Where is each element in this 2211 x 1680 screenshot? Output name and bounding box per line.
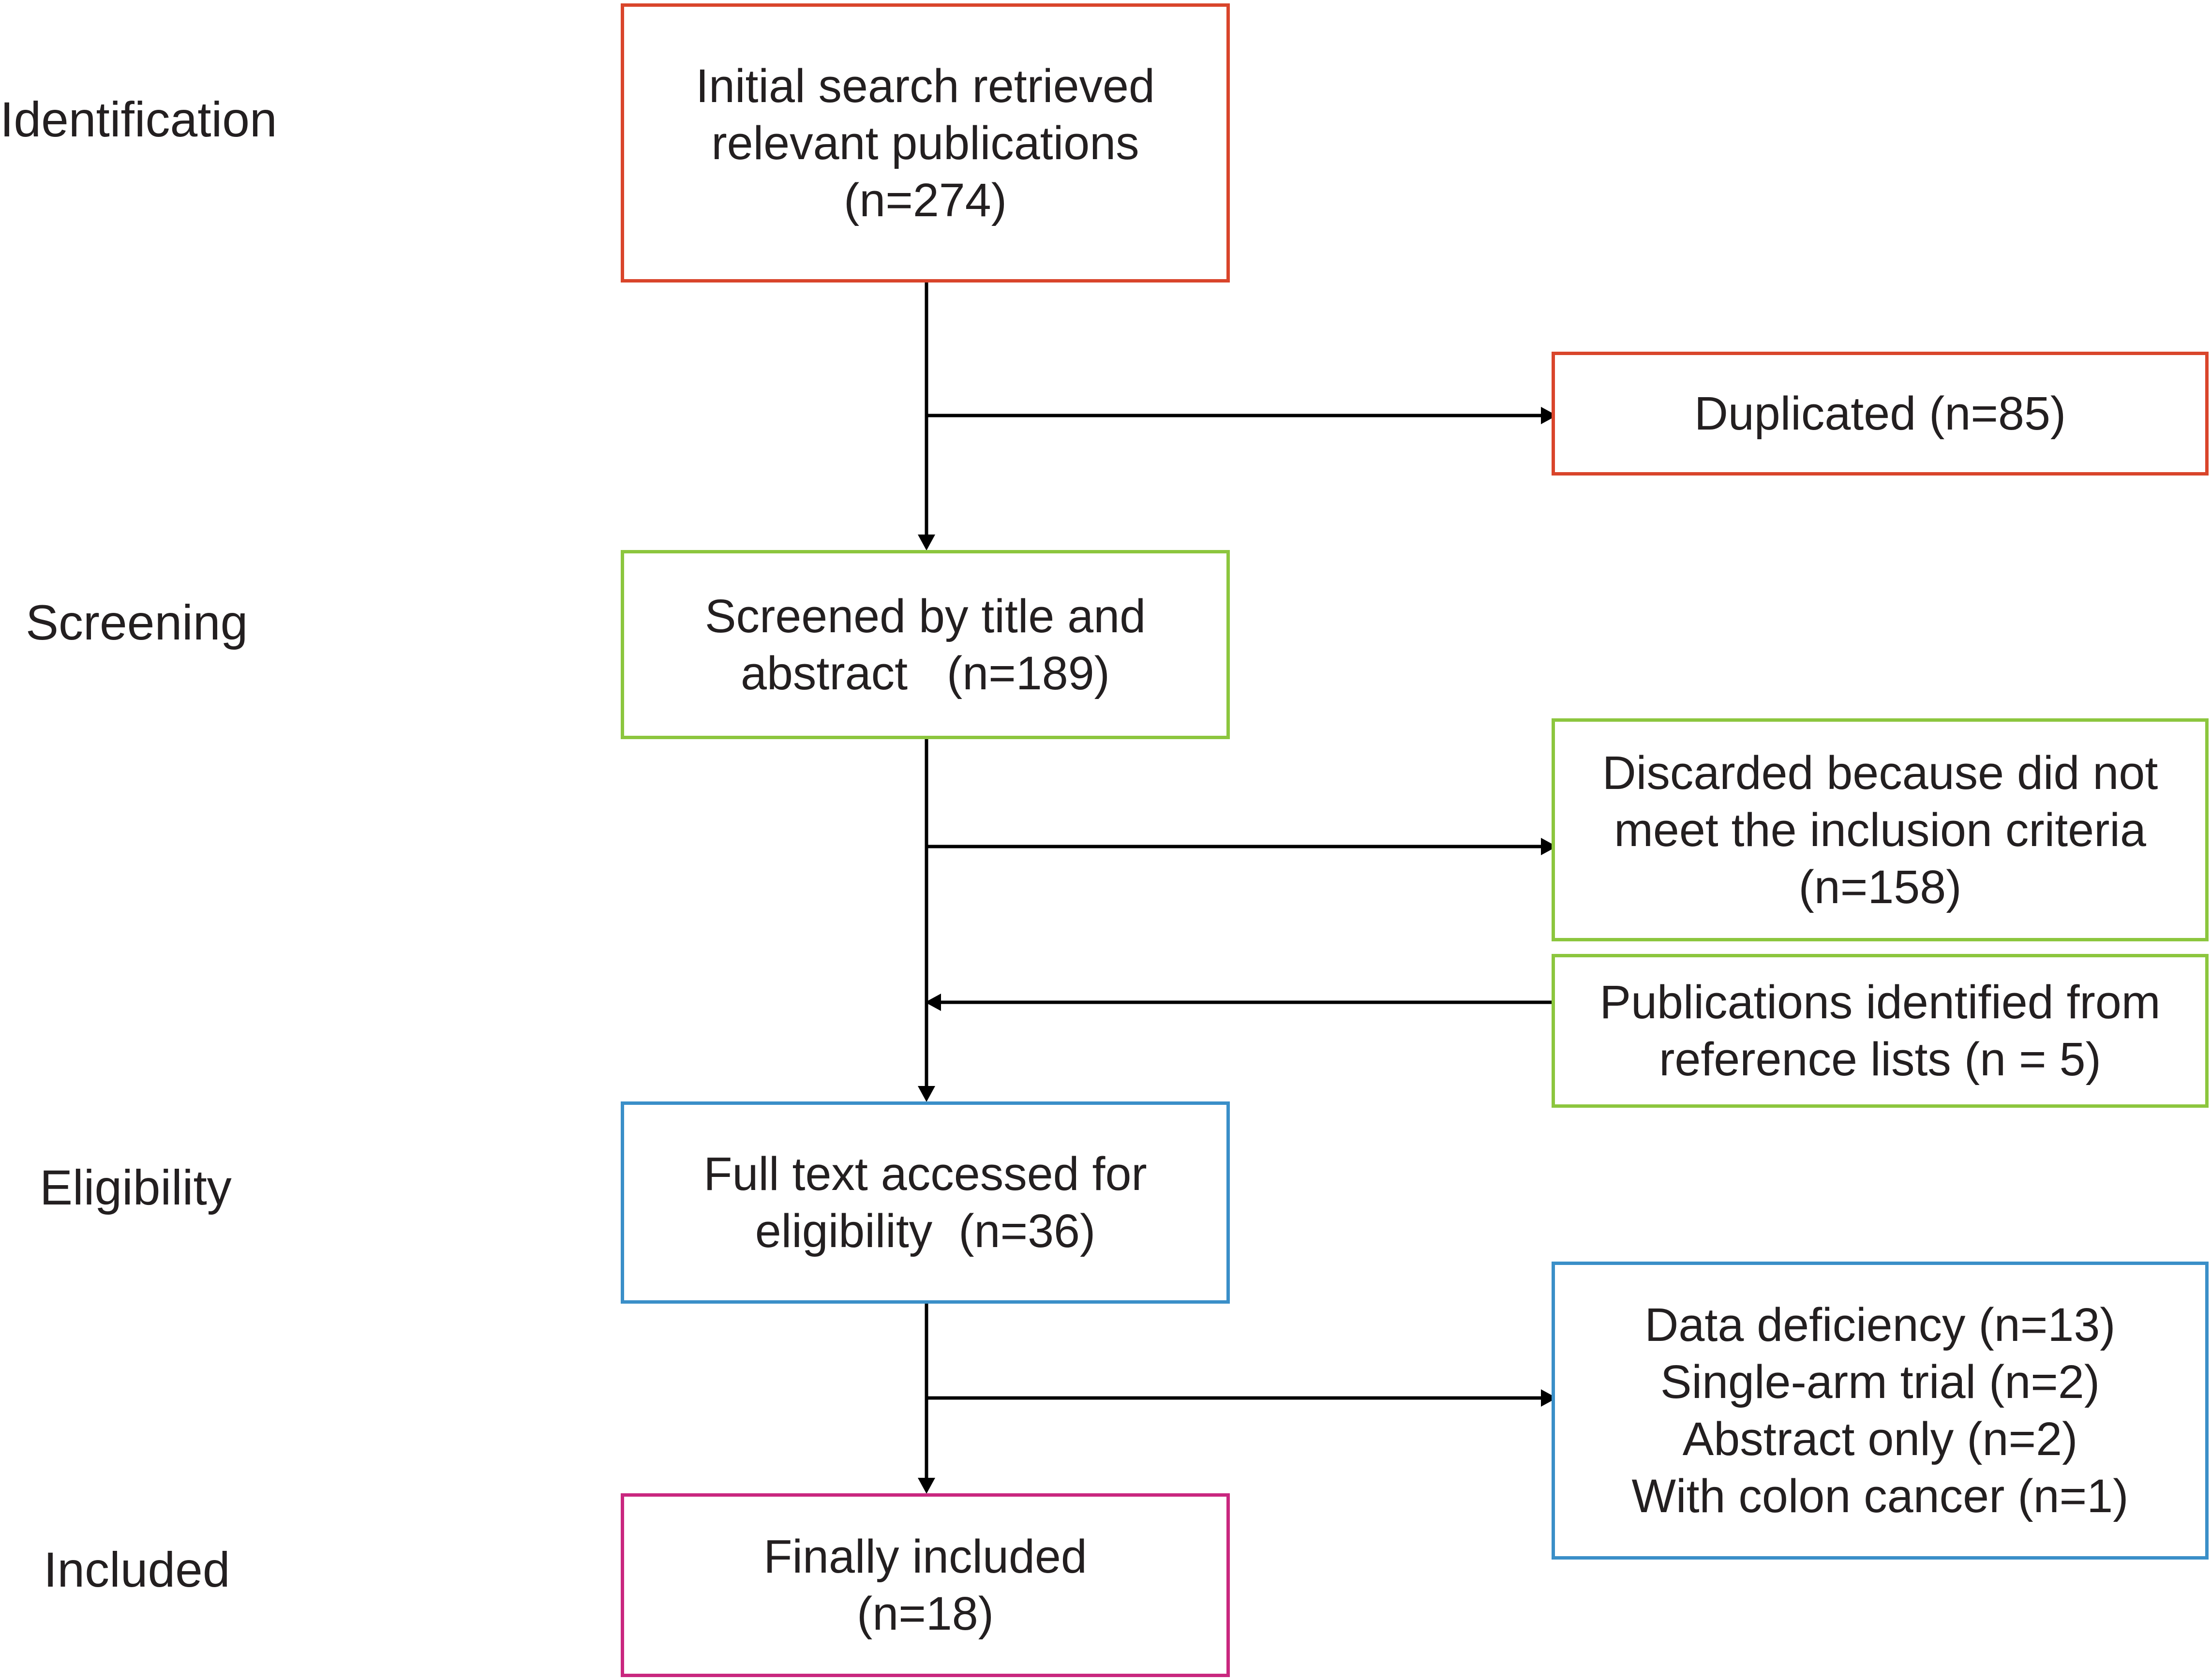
box-full-text-line-2: eligibility (n=36) (755, 1204, 1096, 1257)
box-discarded-line-2: meet the inclusion criteria (1614, 803, 2146, 856)
box-discarded-line-1: Discarded because did not (1602, 746, 2158, 799)
box-reference-lists: Publications identified from reference l… (1552, 954, 2209, 1108)
box-initial-search: Initial search retrieved relevant public… (621, 3, 1230, 282)
box-screened-line-2: abstract (n=189) (741, 646, 1110, 699)
box-excluded-reasons-line-3: Abstract only (n=2) (1682, 1412, 2078, 1465)
box-initial-search-line-2: relevant publications (711, 116, 1139, 169)
box-initial-search-line-3: (n=274) (843, 173, 1007, 226)
stage-label-identification: Identification (0, 92, 277, 147)
arrowhead-to-excluded-reasons (1541, 1389, 1557, 1407)
arrowhead-to-discarded (1541, 838, 1557, 855)
box-discarded-line-3: (n=158) (1798, 860, 1962, 913)
box-excluded-reasons-line-2: Single-arm trial (n=2) (1660, 1355, 2100, 1408)
box-reference-lists-line-2: reference lists (n = 5) (1659, 1033, 2101, 1085)
arrowhead-to-fulltext (918, 1086, 935, 1102)
box-excluded-reasons-line-4: With colon cancer (n=1) (1631, 1470, 2129, 1522)
stage-label-eligibility: Eligibility (40, 1160, 232, 1215)
stage-label-screening: Screening (26, 595, 248, 650)
box-duplicated: Duplicated (n=85) (1552, 352, 2209, 476)
arrowhead-to-screened (918, 535, 935, 550)
box-duplicated-line-1: Duplicated (n=85) (1694, 387, 2066, 440)
box-finally-included: Finally included (n=18) (621, 1493, 1230, 1677)
stage-label-included: Included (44, 1542, 230, 1597)
box-full-text: Full text accessed for eligibility (n=36… (621, 1101, 1230, 1304)
arrowhead-to-duplicated (1541, 407, 1557, 424)
box-full-text-line-1: Full text accessed for (703, 1147, 1147, 1200)
box-finally-included-line-1: Finally included (763, 1530, 1087, 1583)
box-excluded-reasons-line-1: Data deficiency (n=13) (1644, 1298, 2116, 1351)
box-initial-search-line-1: Initial search retrieved (696, 59, 1155, 112)
box-discarded: Discarded because did not meet the inclu… (1552, 718, 2209, 941)
box-excluded-reasons: Data deficiency (n=13) Single-arm trial … (1552, 1262, 2209, 1560)
box-reference-lists-line-1: Publications identified from (1599, 976, 2161, 1028)
arrowhead-to-included (918, 1478, 935, 1494)
box-screened: Screened by title and abstract (n=189) (621, 550, 1230, 739)
box-screened-line-1: Screened by title and (704, 589, 1146, 642)
arrowhead-from-reference-lists (925, 994, 941, 1011)
box-finally-included-line-2: (n=18) (856, 1587, 994, 1640)
